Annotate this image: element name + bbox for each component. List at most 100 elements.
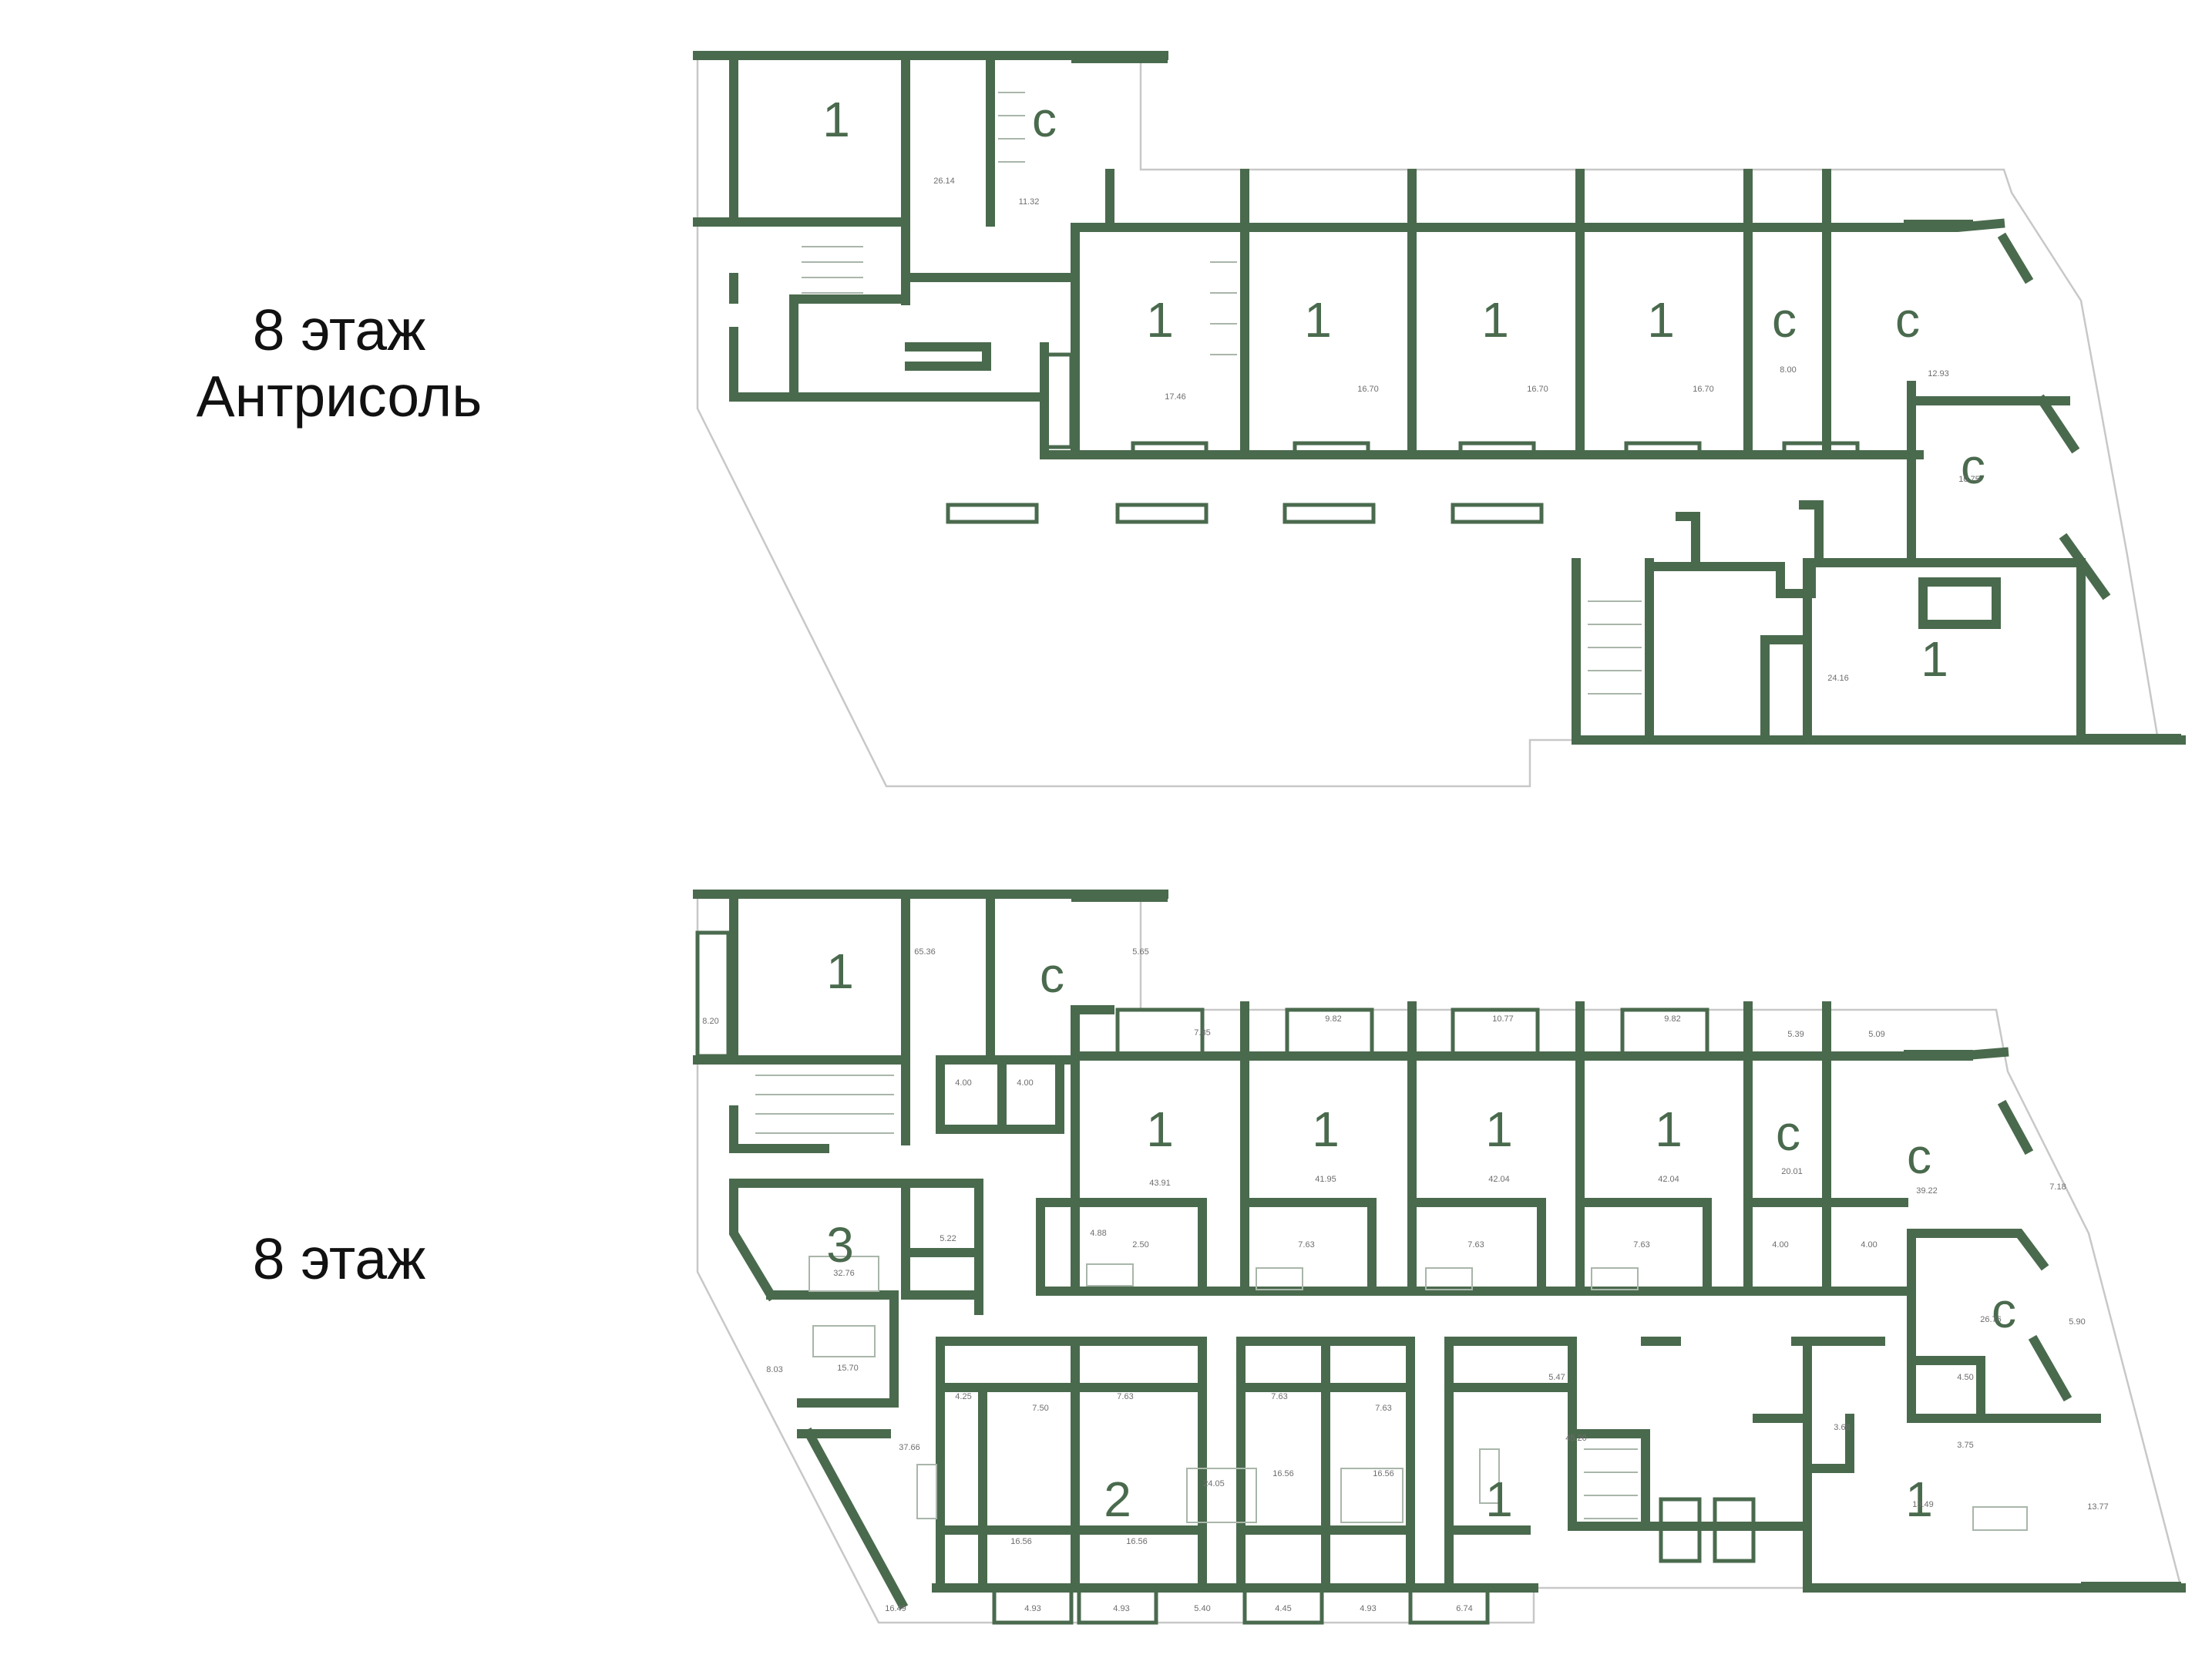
- room-area: 17.46: [1165, 392, 1186, 402]
- room-area: 8.03: [766, 1365, 782, 1374]
- room-area: 7.63: [1298, 1240, 1314, 1250]
- room-area: 20.01: [1781, 1167, 1803, 1176]
- room-area: 4.93: [1360, 1604, 1376, 1613]
- unit-type: с: [1776, 1105, 1800, 1161]
- room-area: 5.22: [940, 1234, 956, 1243]
- unit-type: 1: [1146, 1102, 1174, 1157]
- room-area: 4.00: [955, 1078, 971, 1088]
- room-area: 10.77: [1492, 1014, 1514, 1024]
- room-area: 65.36: [914, 947, 936, 957]
- unit-type: 1: [1146, 292, 1174, 348]
- room-area: 41.95: [1315, 1175, 1336, 1184]
- unit-type: 1: [822, 92, 850, 147]
- room-area: 16.56: [1010, 1537, 1032, 1546]
- floor8-plan: 1 с 1 1 1 1 с с 3 с 2 1 1 65.36 8.20 5.6…: [693, 890, 2186, 1625]
- room-area: 10.75: [1958, 475, 1980, 484]
- unit-type: с: [1895, 292, 1920, 348]
- antresol-plan: 1 с 1 1 1 1 с с с 1 26.14 11.32 17.46 16…: [693, 51, 2186, 788]
- floor-title-line: 8 этаж: [252, 298, 426, 362]
- room-area: 9.82: [1325, 1014, 1341, 1024]
- room-area: 12.93: [1928, 369, 1949, 378]
- floor-title-line: Антрисоль: [196, 364, 482, 429]
- room-area: 42.04: [1658, 1175, 1679, 1184]
- unit-type: 1: [1485, 1472, 1513, 1527]
- room-area: 11.32: [1019, 197, 1040, 207]
- room-area: 5.40: [1194, 1604, 1210, 1613]
- room-area: 4.50: [1957, 1373, 1973, 1382]
- room-area: 5.65: [1132, 947, 1148, 957]
- room-area: 4.88: [1090, 1229, 1106, 1238]
- room-area: 43.91: [1149, 1179, 1171, 1188]
- room-area: 16.70: [1693, 385, 1714, 394]
- room-area: 26.14: [933, 177, 955, 186]
- floor8-outline: [696, 893, 2183, 1624]
- room-area: 4.93: [1113, 1604, 1129, 1613]
- room-area: 24.16: [1827, 674, 1849, 683]
- room-area: 8.00: [1780, 365, 1796, 375]
- room-area: 4.25: [955, 1392, 971, 1401]
- unit-type: с: [1992, 1283, 2016, 1338]
- unit-type: с: [1032, 92, 1057, 147]
- antresol-outline: [696, 54, 2160, 788]
- unit-type: 1: [1485, 1102, 1513, 1157]
- room-area: 16.56: [1272, 1469, 1294, 1478]
- room-area: 16.56: [1126, 1537, 1148, 1546]
- room-area: 4.45: [1275, 1604, 1291, 1613]
- floor8-stairs: [755, 1075, 1638, 1519]
- antresol-balconies: [946, 352, 1860, 524]
- room-area: 4.00: [1017, 1078, 1033, 1088]
- room-area: 45.20: [1565, 1434, 1587, 1443]
- unit-type: с: [1772, 292, 1797, 348]
- unit-type: с: [1907, 1128, 1931, 1184]
- floor8-balconies: [695, 930, 1709, 1625]
- room-area: 5.39: [1787, 1030, 1804, 1039]
- room-area: 16.70: [1527, 385, 1548, 394]
- room-area: 7.63: [1375, 1404, 1391, 1413]
- unit-type: с: [1040, 947, 1064, 1003]
- room-area: 7.63: [1633, 1240, 1649, 1250]
- room-area: 7.63: [1467, 1240, 1484, 1250]
- unit-type: 1: [1921, 631, 1948, 687]
- room-area: 5.90: [2069, 1317, 2085, 1327]
- floor8-furniture: [808, 1256, 2028, 1531]
- unit-type: 2: [1104, 1472, 1131, 1527]
- room-area: 26.76: [1980, 1315, 2002, 1324]
- room-area: 39.22: [1916, 1186, 1938, 1196]
- room-area: 16.70: [1357, 385, 1379, 394]
- room-area: 13.77: [2087, 1502, 2109, 1512]
- unit-type: 1: [1481, 292, 1509, 348]
- floor-title-main: 8 этаж: [100, 1226, 578, 1292]
- room-area: 3.68: [1834, 1423, 1850, 1432]
- room-area: 16.56: [1373, 1469, 1394, 1478]
- room-area: 16.49: [885, 1604, 906, 1613]
- unit-type: 1: [1905, 1472, 1933, 1527]
- unit-type: 1: [1312, 1102, 1340, 1157]
- room-area: 13.49: [1912, 1500, 1934, 1509]
- floor-title-antresol: 8 этаж Антрисоль: [100, 297, 578, 430]
- room-area: 7.63: [1117, 1392, 1133, 1401]
- room-area: 2.50: [1132, 1240, 1148, 1250]
- room-area: 42.04: [1488, 1175, 1510, 1184]
- room-area: 5.09: [1868, 1030, 1884, 1039]
- room-area: 9.82: [1664, 1014, 1680, 1024]
- room-area: 4.00: [1861, 1240, 1877, 1250]
- unit-type: 1: [826, 944, 854, 999]
- room-area: 15.70: [837, 1364, 859, 1373]
- antresol-stairs: [802, 92, 1642, 695]
- unit-type: 3: [826, 1217, 854, 1273]
- room-area: 37.66: [899, 1443, 920, 1452]
- room-area: 32.76: [833, 1269, 855, 1278]
- room-area: 7.63: [1271, 1392, 1287, 1401]
- room-area: 3.75: [1957, 1441, 1973, 1450]
- room-area: 7.50: [1032, 1404, 1048, 1413]
- room-area: 6.74: [1456, 1604, 1472, 1613]
- room-area: 7.85: [1194, 1028, 1210, 1038]
- room-area: 8.20: [702, 1017, 718, 1026]
- room-area: 7.18: [2049, 1182, 2066, 1192]
- unit-type: 1: [1304, 292, 1332, 348]
- room-area: 24.05: [1203, 1479, 1225, 1488]
- room-area: 4.00: [1772, 1240, 1788, 1250]
- room-area: 4.93: [1024, 1604, 1040, 1613]
- floor-title-line: 8 этаж: [252, 1226, 426, 1291]
